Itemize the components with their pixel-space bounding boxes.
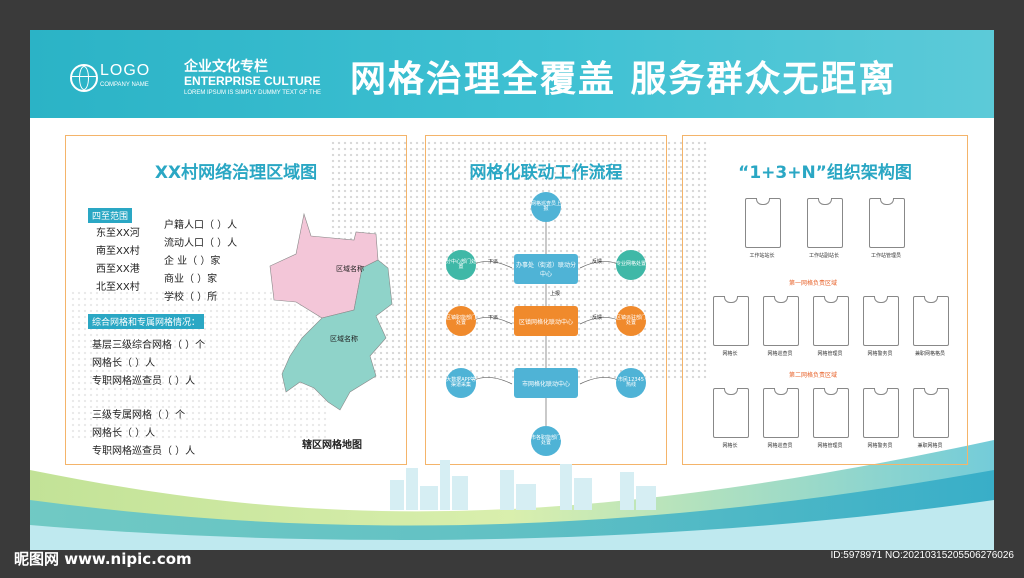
org-label-r2-3: 网格管理员 [817, 443, 843, 449]
org-card-station-admin [869, 198, 905, 248]
stat-business: 商业（ ）家 [164, 274, 218, 285]
flow-label-up: 上报 [550, 291, 561, 297]
org-label-r2-4: 网格警务员 [867, 443, 893, 449]
watermark-right: ID:5978971 NO:20210315205506276026 [830, 550, 1015, 561]
panel3-title: “1+3+N”组织架构图 [738, 163, 912, 183]
city-skyline [390, 460, 656, 510]
org-card-r1-2 [763, 296, 799, 346]
stat-enterprise: 企 业（ ）家 [164, 256, 221, 267]
region-1-label: 区域名称 [336, 265, 364, 273]
org-label-r1-2: 网格巡查员 [767, 351, 793, 357]
stat-registered: 户籍人口（ ）人 [164, 220, 238, 231]
corp-title-cn: 企业文化专栏 [184, 59, 268, 75]
scope-south: 南至XX村 [96, 246, 140, 257]
grid-badge: 综合网格和专属网格情况： [88, 314, 205, 329]
org-label-r1-1: 网格长 [722, 351, 738, 357]
section-1-title: 第一网格负责区域 [789, 280, 838, 287]
org-card-r2-1 [713, 388, 749, 438]
grid-map [269, 212, 393, 411]
grid-line-3: 专职网格巡查员（ ）人 [92, 376, 196, 387]
flow-right-2: 区镇派驻部门处置 [616, 306, 646, 336]
org-label-station-head: 工作站站长 [749, 253, 775, 259]
flow-center-bottom: 市网格化联动中心 [514, 368, 578, 398]
special-line-3: 专职网格巡查员（ ）人 [92, 446, 196, 457]
stat-floating: 流动人口（ ）人 [164, 238, 238, 249]
org-label-r2-2: 网格巡查员 [767, 443, 793, 449]
panel1-title: XX村网络治理区域图 [154, 163, 318, 183]
globe-icon [70, 64, 98, 92]
page-title: 网格治理全覆盖 服务群众无距离 [350, 59, 897, 100]
org-label-r1-3: 网格管理员 [817, 351, 843, 357]
org-card-r1-3 [813, 296, 849, 346]
corp-title-en: ENTERPRISE CULTURE [184, 74, 321, 88]
org-card-r2-3 [813, 388, 849, 438]
org-label-r1-4: 网格警务员 [867, 351, 893, 357]
stat-school: 学校（ ）所 [164, 292, 218, 303]
flow-center-mid: 区镇网格化联动中心 [514, 306, 578, 336]
org-label-r2-1: 网格长 [722, 443, 738, 449]
logo-text: LOGO [100, 62, 151, 79]
panel-org-chart: “1+3+N”组织架构图 工作站站长 工作站副站长 工作站管理员 第一网格负责区… [682, 135, 968, 465]
org-card-r2-2 [763, 388, 799, 438]
org-card-r1-1 [713, 296, 749, 346]
scope-west: 西至XX港 [96, 264, 140, 275]
org-label-station-admin: 工作站管理员 [870, 253, 901, 259]
flow-label-down: 下派 [488, 259, 499, 265]
panel-region-map: XX村网络治理区域图 四至范围 东至XX河 南至XX村 西至XX港 北至XX村 … [65, 135, 407, 465]
section-2-title: 第二网格负责区域 [789, 372, 838, 379]
flow-label-feedback-2: 反馈 [592, 315, 603, 321]
panel2-title: 网格化联动工作流程 [469, 163, 623, 183]
panel-workflow: 网格化联动工作流程 网格巡查员上报 办事处（街道）联动分中心 区镇网格化联动中心… [425, 135, 667, 465]
scope-north: 北至XX村 [96, 282, 140, 293]
special-line-2: 网格长（ ）人 [92, 428, 156, 439]
grid-line-1: 基层三级综合网格（ ）个 [92, 340, 206, 351]
poster-board: LOGO COMPANY NAME 企业文化专栏 ENTERPRISE CULT… [30, 30, 994, 550]
flow-left-1: 分中心部门处置 [446, 250, 476, 280]
footer-wave [30, 440, 994, 550]
corp-dummy-text: LOREM IPSUM IS SIMPLY DUMMY TEXT OF THE [184, 90, 322, 96]
logo-sub: COMPANY NAME [100, 82, 149, 88]
flow-bottom-node: 市各职能部门处置 [531, 426, 561, 456]
org-card-r2-4 [863, 388, 899, 438]
scope-badge: 四至范围 [88, 208, 133, 223]
region-2-label: 区域名称 [330, 335, 358, 343]
org-label-deputy-head: 工作站副站长 [808, 253, 839, 259]
map-caption: 辖区网格地图 [302, 440, 362, 451]
region-2-shape [281, 259, 393, 411]
org-card-deputy-head [807, 198, 843, 248]
flow-label-feedback: 反馈 [592, 259, 603, 265]
org-label-r1-5: 兼职网格格员 [914, 351, 945, 357]
flow-connectors [473, 220, 619, 426]
watermark-left: 昵图网 www.nipic.com [14, 550, 192, 568]
org-label-r2-5: 兼职网格员 [917, 443, 943, 449]
header-banner: LOGO COMPANY NAME 企业文化专栏 ENTERPRISE CULT… [30, 30, 994, 118]
flow-top-node: 网格巡查员上报 [531, 192, 561, 222]
org-card-station-head [745, 198, 781, 248]
flow-left-2: 区镇职能部门处置 [446, 306, 476, 336]
org-card-r1-4 [863, 296, 899, 346]
flow-label-down-2: 下派 [488, 315, 499, 321]
grid-line-2: 网格长（ ）人 [92, 358, 156, 369]
flow-right-1: 专业网格处置 [616, 250, 646, 280]
scope-east: 东至XX河 [96, 228, 140, 239]
flow-right-3: 市民12345热线 [616, 368, 646, 398]
org-card-r2-5 [913, 388, 949, 438]
flow-center-top: 办事处（街道）联动分中心 [514, 254, 578, 284]
flow-left-3: 大数据APP等渠道采集 [446, 368, 476, 398]
special-line-1: 三级专属网格（ ）个 [92, 410, 186, 421]
org-card-r1-5 [913, 296, 949, 346]
